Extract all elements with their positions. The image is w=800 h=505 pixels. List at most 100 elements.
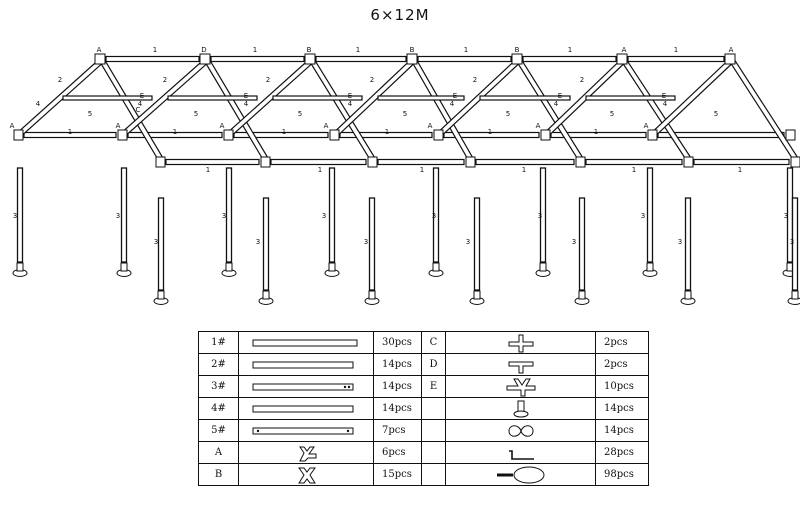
ridge-connector-D-icon — [445, 353, 596, 376]
rear-leg-tube — [684, 197, 692, 291]
tube-label: 1 — [68, 128, 72, 136]
leg-label: 3 — [784, 212, 788, 220]
front-leg-tube — [120, 167, 128, 263]
eave-tube — [127, 131, 223, 139]
tube-label: 1 — [594, 128, 598, 136]
foot-plate — [791, 290, 799, 300]
rear-eave-tube — [165, 158, 260, 166]
tube-label: 5 — [88, 110, 92, 118]
tube-label: 1 — [522, 166, 526, 174]
eave-tube — [23, 131, 117, 139]
leg-label: 3 — [466, 238, 470, 246]
tube-label: 1 — [253, 46, 257, 54]
rear-eave-tube — [475, 158, 575, 166]
tube-with-holes-icon — [238, 375, 374, 398]
part-id — [421, 441, 446, 464]
rear-leg-tube — [262, 197, 270, 291]
purlin-tube — [62, 95, 153, 101]
tube-label: 5 — [714, 110, 718, 118]
part-id: E — [421, 375, 446, 398]
tube-label: 1 — [173, 128, 177, 136]
connector-joint — [647, 129, 658, 141]
connector-joint — [790, 156, 800, 168]
rear-leg-tube — [578, 197, 586, 291]
center-connector-E-icon — [445, 375, 596, 398]
tube-label: 5 — [194, 110, 198, 118]
connector-joint — [155, 156, 166, 168]
tube-label: 2 — [473, 76, 477, 84]
tube-label: 4 — [36, 100, 41, 108]
connector-joint — [406, 53, 418, 65]
connector-joint — [304, 53, 316, 65]
front-leg-tube — [225, 167, 233, 263]
parts-table: 1# 30pcs C 2pcs 2# 14pcs D 2pcs 3# 14pcs… — [198, 331, 649, 486]
ridge-tube — [417, 55, 512, 63]
part-qty: 10pcs — [595, 375, 649, 398]
leg-label: 3 — [13, 212, 17, 220]
connector-joint — [465, 156, 476, 168]
part-qty: 2pcs — [595, 353, 649, 376]
connector-joint — [260, 156, 271, 168]
connector-label: B — [410, 46, 415, 54]
tube-label: 2 — [370, 76, 374, 84]
purlin-tube — [585, 95, 676, 101]
connector-label: B — [515, 46, 520, 54]
rear-eave-tube — [377, 158, 465, 166]
tube-label: 1 — [282, 128, 286, 136]
foot-plate — [539, 262, 547, 272]
tube-label: 1 — [318, 166, 322, 174]
part-qty: 14pcs — [595, 419, 649, 442]
tube-label: 4 — [663, 100, 668, 108]
connector-label: A — [428, 122, 433, 130]
ridge-tube — [210, 55, 305, 63]
rear-leg-tube — [368, 197, 376, 291]
part-id: A — [198, 441, 239, 464]
corner-connector-A-icon — [238, 441, 374, 464]
foot-plate — [684, 290, 692, 300]
part-qty: 14pcs — [373, 353, 422, 376]
tube-label: 2 — [58, 76, 62, 84]
tube-label: 4 — [244, 100, 249, 108]
front-leg-tube — [539, 167, 547, 263]
connector-label: A — [116, 122, 121, 130]
connector-joint — [616, 53, 628, 65]
rear-eave-tube — [693, 158, 790, 166]
tube-label: 1 — [153, 46, 157, 54]
table-row: 1# 30pcs C 2pcs — [198, 331, 649, 354]
leg-label: 3 — [222, 212, 226, 220]
connector-label: D — [201, 46, 206, 54]
foot-plate — [16, 262, 24, 272]
part-id — [421, 463, 446, 486]
leg-label: 3 — [154, 238, 158, 246]
rear-eave-tube — [585, 158, 683, 166]
leg-label: 3 — [641, 212, 645, 220]
rear-leg-tube — [157, 197, 165, 291]
connector-joint — [540, 129, 551, 141]
part-qty: 2pcs — [595, 331, 649, 354]
connector-label: A — [536, 122, 541, 130]
leg-label: 3 — [322, 212, 326, 220]
table-row: 4# 14pcs 14pcs — [198, 397, 649, 420]
tube-label: 1 — [385, 128, 389, 136]
leg-label: 3 — [538, 212, 542, 220]
diagram-title: 6×12M — [370, 6, 430, 24]
part-id — [421, 419, 446, 442]
tube-label: 2 — [163, 76, 167, 84]
connector-label: A — [220, 122, 225, 130]
part-id: 3# — [198, 375, 239, 398]
ridge-tube — [627, 55, 725, 63]
tube-short-icon — [238, 397, 374, 420]
leg-label: 3 — [790, 238, 794, 246]
connector-joint — [117, 129, 128, 141]
connector-label: E — [348, 92, 352, 100]
part-id: B — [198, 463, 239, 486]
tube-label: 1 — [738, 166, 742, 174]
tube-label: 2 — [580, 76, 584, 84]
tube-label: 2 — [266, 76, 270, 84]
eave-tube — [550, 131, 647, 139]
connector-label: A — [729, 46, 734, 54]
table-row: A 6pcs 28pcs — [198, 441, 649, 464]
connector-label: A — [644, 122, 649, 130]
connector-label: A — [10, 122, 15, 130]
